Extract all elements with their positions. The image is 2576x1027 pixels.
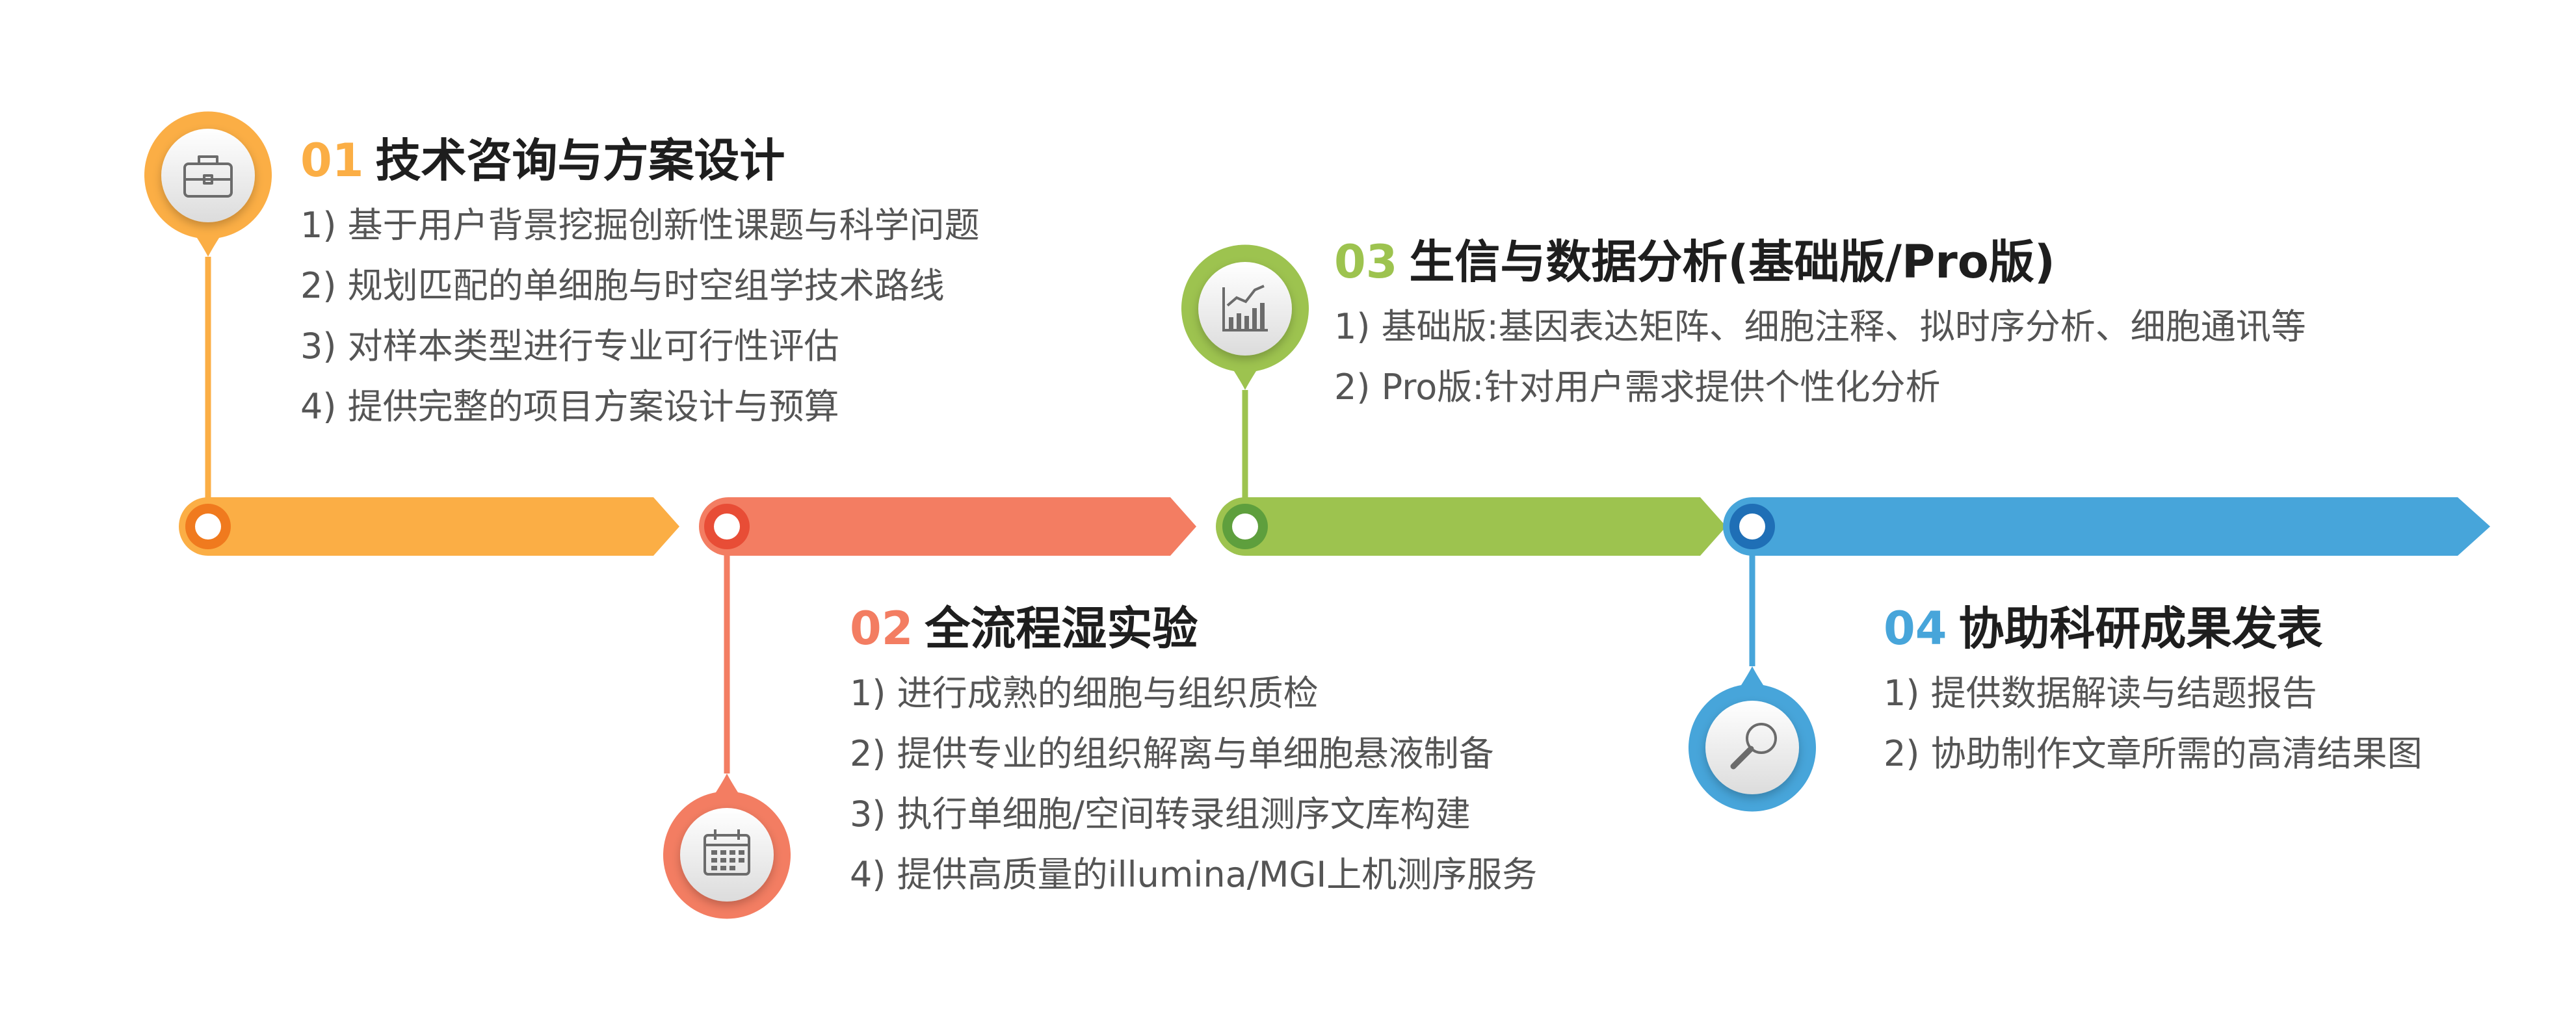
list-item: 4) 提供高质量的illumina/MGI上机测序服务: [850, 854, 1538, 895]
timeline-dot-4: [1729, 504, 1775, 549]
pin-3: [1181, 244, 1309, 390]
arrow-bar-2: [699, 497, 1196, 556]
step-items: 1) 基于用户背景挖掘创新性课题与科学问题 2) 规划匹配的单细胞与时空组学技术…: [300, 208, 980, 424]
arrow-bar-3: [1216, 497, 1726, 556]
timeline-dot-3: [1222, 504, 1268, 549]
list-item: 1) 提供数据解读与结题报告: [1884, 673, 2317, 714]
step-items: 1) 基础版:基因表达矩阵、细胞注释、拟时序分析、细胞通讯等 2) Pro版:针…: [1334, 309, 2306, 405]
list-item: 1) 进行成熟的细胞与组织质检: [850, 673, 1319, 714]
step-title-text: 生信与数据分析(基础版/Pro版): [1409, 235, 2055, 289]
timeline-dot-2: [704, 504, 750, 549]
list-item: 3) 对样本类型进行专业可行性评估: [300, 326, 839, 367]
arrow-bar-1: [179, 497, 679, 556]
list-item: 3) 执行单细胞/空间转录组测序文库构建: [850, 794, 1471, 835]
calendar-icon: [703, 829, 750, 876]
briefcase-icon: [183, 155, 233, 198]
step-title-text: 协助科研成果发表: [1958, 602, 2323, 655]
pin-1: [144, 111, 272, 257]
step-items: 1) 进行成熟的细胞与组织质检 2) 提供专业的组织解离与单细胞悬液制备 3) …: [850, 676, 1537, 892]
step-title-text: 全流程湿实验: [925, 602, 1198, 655]
list-item: 1) 基于用户背景挖掘创新性课题与科学问题: [300, 205, 980, 246]
list-item: 2) 规划匹配的单细胞与时空组学技术路线: [300, 265, 945, 306]
step-number: 04: [1884, 602, 1947, 655]
list-item: 2) 提供专业的组织解离与单细胞悬液制备: [850, 733, 1494, 774]
step-number: 03: [1334, 235, 1398, 289]
pin-4: [1689, 666, 1816, 812]
timeline-dot-1: [185, 504, 231, 549]
step-number: 02: [850, 602, 913, 655]
step-title-text: 技术咨询与方案设计: [375, 134, 785, 187]
chart-icon: [1222, 285, 1268, 332]
step-items: 1) 提供数据解读与结题报告 2) 协助制作文章所需的高清结果图: [1884, 676, 2423, 772]
pin-2: [663, 774, 791, 919]
list-item: 2) Pro版:针对用户需求提供个性化分析: [1334, 367, 1941, 408]
list-item: 2) 协助制作文章所需的高清结果图: [1884, 733, 2423, 774]
list-item: 1) 基础版:基因表达矩阵、细胞注释、拟时序分析、细胞通讯等: [1334, 306, 2306, 347]
arrow-bar-4: [1723, 497, 2490, 556]
magnifier-icon: [1730, 723, 1777, 770]
step-number: 01: [300, 134, 364, 187]
list-item: 4) 提供完整的项目方案设计与预算: [300, 386, 839, 427]
